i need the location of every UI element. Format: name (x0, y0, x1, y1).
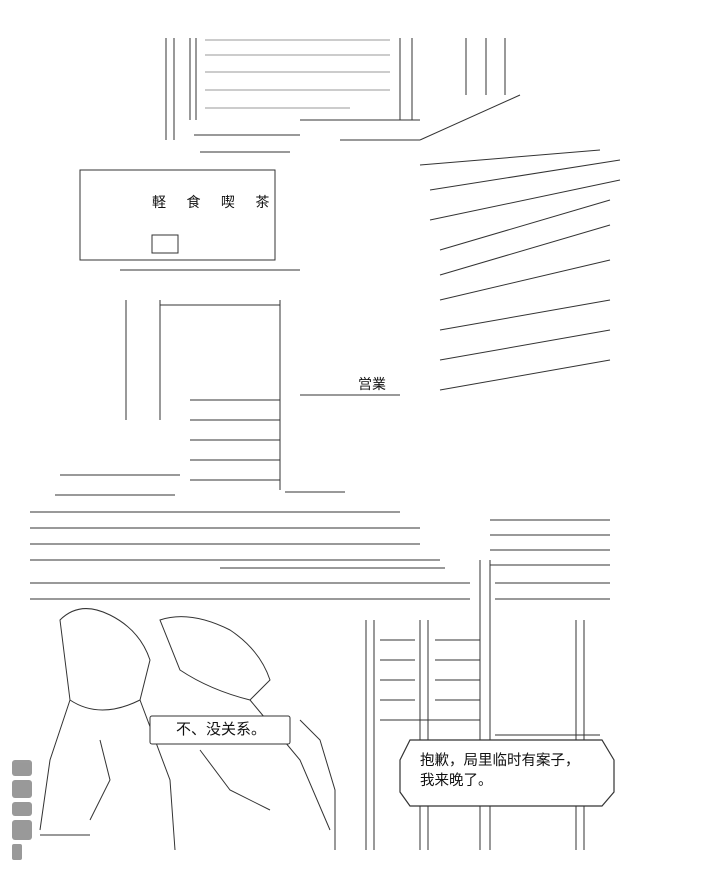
shop-name-sign: 軽 食 喫 茶 (152, 195, 278, 211)
speech-bubble (399, 739, 615, 807)
shop-status-sign: 営業 (358, 377, 386, 393)
sign-text: 不、没关系。 (176, 720, 267, 738)
sign-box (149, 715, 291, 745)
speech-text: 抱歉，局里临时有案子， 我来晚了。 (420, 753, 580, 789)
watermark-logo (12, 760, 32, 860)
